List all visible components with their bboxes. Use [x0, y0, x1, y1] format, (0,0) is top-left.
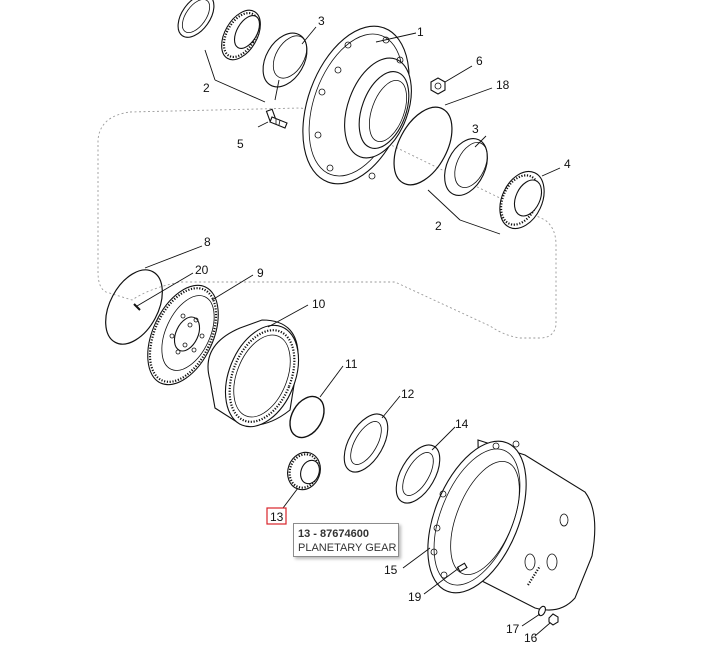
- callout-12[interactable]: 12: [401, 387, 415, 401]
- callout-labels: 1 2 3 5 6 18 3 4 2 8 20 9 10 11 12 14 13…: [195, 14, 571, 645]
- callout-13[interactable]: 13: [270, 510, 284, 524]
- callout-18[interactable]: 18: [496, 78, 510, 92]
- callout-14[interactable]: 14: [455, 417, 469, 431]
- callout-11[interactable]: 11: [345, 357, 358, 371]
- pin[interactable]: [133, 303, 141, 311]
- callout-20[interactable]: 20: [195, 263, 209, 277]
- tooltip-part-description: PLANETARY GEAR: [298, 542, 397, 554]
- callout-9[interactable]: 9: [257, 266, 264, 280]
- seal-washer[interactable]: [537, 605, 547, 617]
- callout-19[interactable]: 19: [408, 590, 422, 604]
- bearing-washer[interactable]: [387, 438, 448, 510]
- wheel-hub[interactable]: [283, 12, 429, 199]
- planetary-housing[interactable]: [408, 427, 596, 611]
- planet-carrier[interactable]: [133, 274, 232, 395]
- retaining-ring[interactable]: [283, 390, 331, 443]
- subassembly-outline: [97, 107, 557, 339]
- bearing-cup-upper[interactable]: [254, 25, 316, 94]
- callout-15[interactable]: 15: [384, 563, 398, 577]
- callout-17[interactable]: 17: [506, 622, 520, 636]
- callout-2-upper[interactable]: 2: [203, 81, 210, 95]
- callout-2-lower[interactable]: 2: [435, 219, 442, 233]
- callout-5[interactable]: 5: [237, 137, 244, 151]
- callout-1[interactable]: 1: [417, 25, 424, 39]
- bearing-cup-lower[interactable]: [436, 132, 496, 202]
- wheel-stud[interactable]: [265, 108, 288, 129]
- bearing-cone-upper[interactable]: [214, 4, 269, 67]
- leader-lines: [136, 26, 561, 637]
- tooltip-part-number: 13 - 87674600: [298, 528, 369, 540]
- callout-8[interactable]: 8: [204, 235, 211, 249]
- hub-nut[interactable]: [430, 77, 446, 95]
- fitting[interactable]: [456, 562, 468, 573]
- o-ring[interactable]: [382, 98, 464, 195]
- bearing-cone-lower[interactable]: [491, 164, 553, 235]
- selected-callout-highlight: [266, 507, 287, 525]
- callout-3-lower[interactable]: 3: [472, 122, 479, 136]
- callout-10[interactable]: 10: [312, 297, 326, 311]
- ring-gear[interactable]: [207, 314, 312, 437]
- part-tooltip: 13 - 87674600 PLANETARY GEAR: [293, 523, 399, 557]
- planetary-gear[interactable]: [282, 448, 325, 495]
- seal-ring-top[interactable]: [171, 0, 221, 44]
- callout-3-upper[interactable]: 3: [318, 14, 325, 28]
- callout-4[interactable]: 4: [564, 157, 571, 171]
- snap-ring[interactable]: [94, 260, 174, 353]
- callout-16[interactable]: 16: [524, 631, 538, 645]
- drain-plug[interactable]: [548, 613, 559, 626]
- thrust-washer[interactable]: [335, 407, 396, 479]
- callout-6[interactable]: 6: [476, 54, 483, 68]
